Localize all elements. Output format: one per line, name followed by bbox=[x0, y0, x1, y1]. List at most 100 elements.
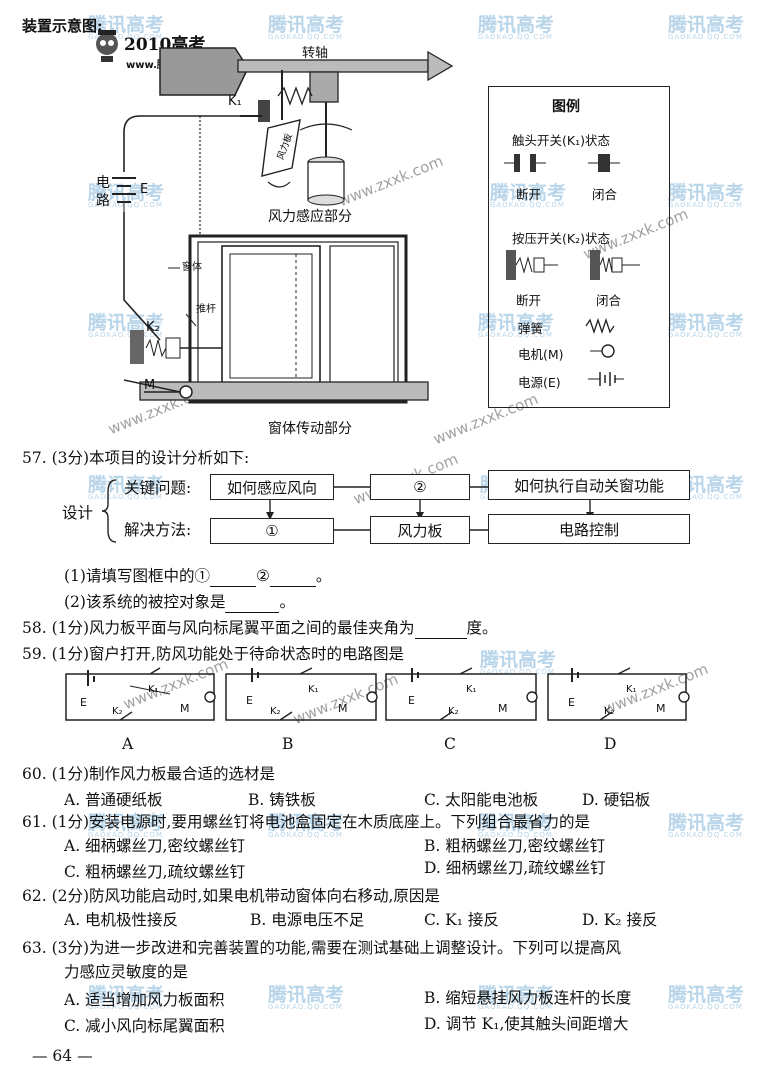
q60-option-a[interactable]: A. 普通硬纸板 bbox=[64, 791, 163, 809]
legend-box bbox=[488, 86, 670, 408]
legend-open-1: 断开 bbox=[516, 187, 542, 202]
q62-option-a[interactable]: A. 电机极性接反 bbox=[64, 911, 179, 929]
q61-option-a[interactable]: A. 细柄螺丝刀,密纹螺丝钉 bbox=[64, 837, 245, 855]
q57-method-label: 解决方法: bbox=[124, 521, 192, 539]
flow-box-4: ① bbox=[210, 518, 334, 544]
circuit-d-k2: K₂ bbox=[604, 706, 615, 717]
circuit-a-e: E bbox=[80, 696, 87, 709]
legend-title: 图例 bbox=[552, 99, 580, 115]
spring-icon bbox=[585, 318, 615, 334]
q60-option-b[interactable]: B. 铸铁板 bbox=[248, 791, 316, 809]
flow-box-6: 电路控制 bbox=[488, 514, 690, 544]
q63-option-c[interactable]: C. 减小风向标尾翼面积 bbox=[64, 1017, 225, 1035]
q62-option-b[interactable]: B. 电源电压不足 bbox=[250, 911, 365, 929]
legend-contact-switch: 触头开关(K₁)状态 bbox=[512, 133, 610, 148]
q59-stem: 59. (1分)窗户打开,防风功能处于待命状态时的电路图是 bbox=[22, 645, 404, 663]
rod-label: 推杆 bbox=[196, 304, 216, 315]
answer-blank[interactable] bbox=[209, 566, 256, 587]
q59-circuits bbox=[65, 667, 690, 721]
answer-blank[interactable] bbox=[269, 566, 316, 587]
wind-board bbox=[261, 119, 301, 177]
q57-sub1: (1)请填写图框中的① ② 。 bbox=[64, 566, 332, 587]
legend-motor: 电机(M) bbox=[518, 347, 564, 362]
vane-shaft bbox=[237, 59, 429, 73]
q57-design-label: 设计 bbox=[62, 504, 94, 522]
circuit-c-k2: K₂ bbox=[448, 706, 459, 717]
circuit-option-c[interactable]: C bbox=[444, 735, 456, 753]
press-switch-icons bbox=[506, 250, 640, 280]
q60-stem: 60. (1分)制作风力板最合适的选材是 bbox=[22, 765, 276, 783]
circuit-b-e: E bbox=[246, 694, 253, 707]
flow-box-2: ② bbox=[370, 474, 470, 500]
circuit-d-m: M bbox=[656, 702, 666, 715]
e-label: E bbox=[140, 182, 149, 197]
q63-option-a[interactable]: A. 适当增加风力板面积 bbox=[64, 991, 225, 1009]
q61-option-c[interactable]: C. 粗柄螺丝刀,疏纹螺丝钉 bbox=[64, 863, 246, 881]
power-label-2: 路 bbox=[96, 193, 110, 209]
q63-option-d[interactable]: D. 调节 K₁,使其触头间距增大 bbox=[424, 1015, 629, 1033]
q57-key-label: 关键问题: bbox=[124, 479, 192, 497]
flow-box-1: 如何感应风向 bbox=[210, 474, 334, 500]
battery-icon bbox=[588, 372, 624, 386]
circuit-a-k1: K₁ bbox=[148, 684, 159, 695]
circuit-option-d[interactable]: D bbox=[604, 735, 617, 753]
legend-open-2: 断开 bbox=[516, 293, 542, 308]
diagram-heading: 装置示意图: bbox=[22, 17, 103, 35]
window-part-label: 窗体传动部分 bbox=[268, 421, 352, 437]
k2-label: K₂ bbox=[146, 320, 160, 335]
mascot-icon bbox=[96, 30, 118, 62]
q63-stem-line1: 63. (3分)为进一步改进和完善装置的功能,需要在测试基础上调整设计。下列可以… bbox=[22, 939, 621, 957]
q61-option-d[interactable]: D. 细柄螺丝刀,疏纹螺丝钉 bbox=[424, 859, 606, 877]
circuit-c-m: M bbox=[498, 702, 508, 715]
circuit-b-k2: K₂ bbox=[270, 706, 281, 717]
wind-part-label: 风力感应部分 bbox=[268, 209, 352, 225]
legend-spring: 弹簧 bbox=[518, 321, 544, 336]
window-base bbox=[139, 381, 429, 401]
circuit-d-e: E bbox=[568, 696, 575, 709]
circuit-a-k2: K₂ bbox=[112, 706, 123, 717]
q63-stem-line2: 力感应灵敏度的是 bbox=[64, 963, 189, 981]
answer-blank[interactable] bbox=[414, 618, 467, 639]
power-label-1: 电 bbox=[96, 175, 110, 191]
circuit-b-m: M bbox=[338, 702, 348, 715]
m-label: M bbox=[144, 378, 156, 393]
motor-icon bbox=[590, 344, 615, 358]
q63-option-b[interactable]: B. 缩短悬挂风力板连杆的长度 bbox=[424, 989, 632, 1007]
circuit-option-a[interactable]: A bbox=[122, 735, 134, 753]
q61-option-b[interactable]: B. 粗柄螺丝刀,密纹螺丝钉 bbox=[424, 837, 606, 855]
circuit-a-m: M bbox=[180, 702, 190, 715]
circuit-option-b[interactable]: B bbox=[282, 735, 294, 753]
q61-stem: 61. (1分)安装电源时,要用螺丝钉将电池盒固定在木质底座上。下列组合最省力的… bbox=[22, 813, 590, 831]
answer-blank[interactable] bbox=[225, 592, 280, 613]
shaft-label: 转轴 bbox=[302, 46, 329, 61]
contact-switch-icons bbox=[504, 154, 620, 172]
circuit-c-e: E bbox=[408, 694, 415, 707]
legend-press-switch: 按压开关(K₂)状态 bbox=[512, 231, 610, 246]
device-diagram: 风力板 bbox=[112, 47, 454, 404]
q58-stem: 58. (1分)风力板平面与风向标尾翼平面之间的最佳夹角为 度。 bbox=[22, 618, 498, 639]
q60-option-c[interactable]: C. 太阳能电池板 bbox=[424, 791, 539, 809]
legend-close-2: 闭合 bbox=[596, 293, 622, 308]
q62-option-d[interactable]: D. K₂ 接反 bbox=[582, 911, 658, 929]
legend-source: 电源(E) bbox=[518, 375, 561, 390]
vane-tail bbox=[159, 47, 249, 96]
vane-arrow-head bbox=[427, 50, 454, 82]
circuit-d-k1: K₁ bbox=[626, 684, 637, 695]
q62-option-c[interactable]: C. K₁ 接反 bbox=[424, 911, 499, 929]
q60-option-d[interactable]: D. 硬铝板 bbox=[582, 791, 651, 809]
